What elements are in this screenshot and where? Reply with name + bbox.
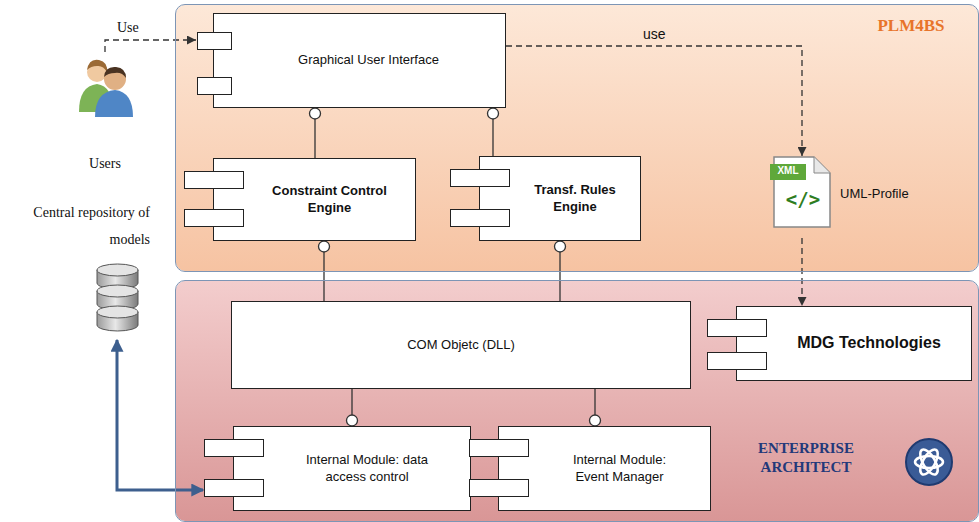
component-tab (707, 319, 767, 337)
component-box: MDG Technologies (736, 306, 972, 381)
component-tab (450, 169, 510, 187)
assembly-connector (351, 389, 352, 415)
interface-ball (347, 415, 358, 426)
graphic-part (917, 447, 941, 477)
database: Central repository of models (0, 200, 170, 340)
ea-logo (904, 437, 954, 487)
graphic-part (915, 456, 943, 468)
graphic-part (906, 439, 952, 485)
usage-dependency (506, 46, 802, 156)
node-label: Central repository of models (0, 200, 150, 253)
node-label: UML-Profile (840, 186, 909, 201)
component-box: Internal Module: Event Manager (498, 426, 711, 511)
component-box: COM Objetc (DLL) (231, 301, 691, 389)
users-icon (75, 52, 135, 117)
component-tab (197, 77, 232, 95)
file-badge: XML (770, 165, 806, 176)
ea-band: ENTERPRISE ARCHITECT COM Objetc (DLL) MDG … (175, 280, 979, 522)
component-tab (707, 352, 767, 370)
graphic-part (97, 285, 138, 297)
edge-label: Use (117, 20, 139, 36)
node-label: Transf. Rules Engine (525, 182, 625, 216)
interface-ball (590, 415, 601, 426)
band-fill (176, 281, 979, 522)
graphic-part (904, 437, 954, 487)
node-label: Constraint Control Engine (262, 183, 397, 217)
band-fill (176, 5, 979, 272)
node-label: Internal Module: Event Manager (562, 452, 677, 486)
interface-ball (488, 108, 499, 119)
graphic-part (87, 60, 107, 72)
band-title: PLM4BS (856, 15, 966, 36)
plm4bs-band: PLM4BS Graphical User InterfaceXML </> UML-… (175, 4, 979, 272)
graphic-part (97, 306, 138, 318)
assembly-connector (559, 252, 560, 301)
database-icon (95, 262, 140, 334)
assembly-connector (323, 252, 324, 301)
component-tab (197, 32, 232, 50)
graphic-part (95, 262, 140, 334)
usage-dependency (801, 238, 802, 306)
node-label: Graphical User Interface (298, 52, 439, 69)
graphic-part (75, 52, 135, 117)
node-label: Internal Module: data access control (300, 452, 435, 486)
component-tab (204, 439, 264, 457)
users-actor: Users (55, 52, 155, 177)
component-box: Transf. Rules Engine (479, 156, 641, 241)
component-box: Graphical User Interface (213, 13, 506, 108)
xml-file-icon: XML </> (770, 156, 832, 228)
interface-ball (310, 108, 321, 119)
component-box: Internal Module: data access control (233, 426, 471, 511)
interface-ball (319, 241, 330, 252)
node-label: Users (55, 156, 155, 172)
data-flow-arrow (117, 340, 203, 490)
graphic-part (97, 264, 138, 276)
component-tab (184, 171, 244, 189)
interface-ball (555, 241, 566, 252)
assembly-connector (492, 119, 493, 156)
node-label: MDG Technologies (797, 333, 941, 354)
xml-file: XML </> UML-Profile (766, 156, 951, 238)
component-tab (204, 479, 264, 497)
graphic-part (915, 447, 943, 477)
graphic-part (814, 157, 830, 173)
graphic-part (95, 90, 133, 117)
graphic-part (104, 67, 126, 78)
band-title: ENTERPRISE ARCHITECT (731, 439, 881, 477)
edge-label: use (643, 26, 666, 42)
component-tab (450, 209, 510, 227)
graphic-part (917, 447, 941, 477)
component-tab (469, 479, 529, 497)
code-symbol: </> (778, 188, 828, 210)
assembly-connector (314, 119, 315, 158)
component-tab (184, 209, 244, 227)
usage-dependency (105, 40, 196, 52)
node-label: COM Objetc (DLL) (407, 337, 515, 354)
assembly-connector (594, 389, 595, 415)
component-tab (469, 439, 529, 457)
graphic-part (770, 164, 806, 180)
component-box: Constraint Control Engine (213, 158, 416, 241)
